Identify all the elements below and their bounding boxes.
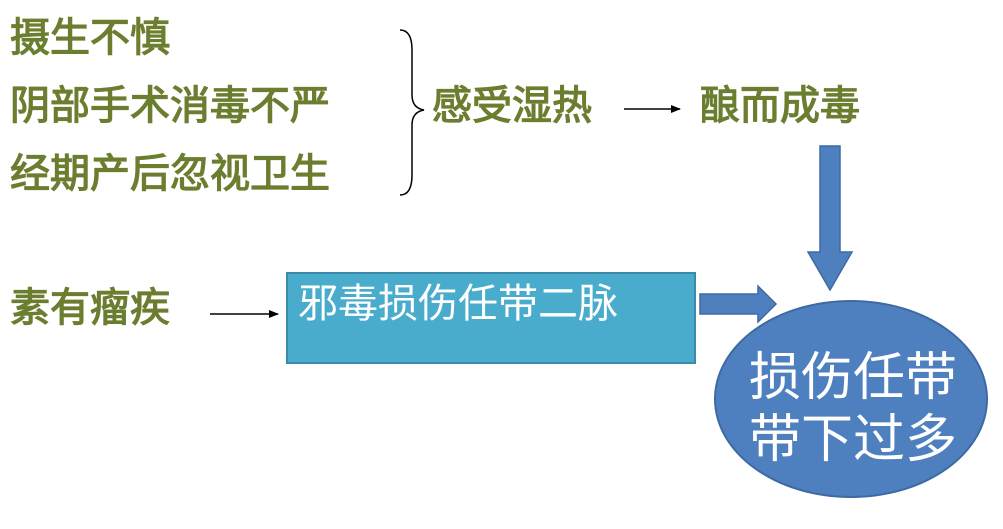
curly-brace bbox=[399, 29, 425, 196]
cause-text-surgery: 阴部手术消毒不严 bbox=[10, 83, 330, 129]
preexisting-condition-text: 素有瘤疾 bbox=[10, 285, 170, 331]
toxin-formation-text: 酿而成毒 bbox=[700, 83, 860, 129]
pathogen-box: 邪毒损伤任带二脉 bbox=[286, 272, 696, 364]
block-arrow-right bbox=[699, 284, 778, 324]
outcome-line-2: 带下过多 bbox=[748, 410, 957, 470]
pathogen-box-text: 邪毒损伤任带二脉 bbox=[298, 281, 618, 327]
cause-text-hygiene: 摄生不慎 bbox=[10, 15, 170, 61]
damp-heat-text: 感受湿热 bbox=[432, 83, 592, 129]
outcome-ellipse: 损伤任带 带下过多 bbox=[714, 300, 988, 498]
block-arrow-down bbox=[806, 145, 854, 292]
outcome-line-1: 损伤任带 bbox=[748, 348, 957, 408]
cause-text-menstrual: 经期产后忽视卫生 bbox=[10, 151, 330, 197]
